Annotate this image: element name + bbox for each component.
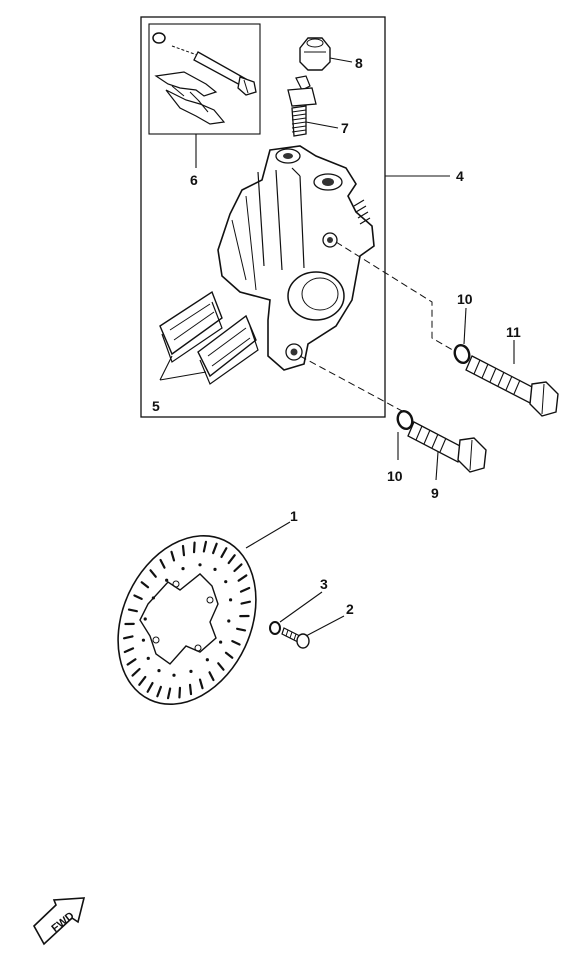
pin-o-ring — [152, 32, 166, 44]
brake-pad-right — [197, 314, 259, 385]
mounting-bolt-short — [407, 421, 487, 473]
bleeder-cap — [299, 37, 331, 71]
bleeder-screw — [287, 75, 317, 137]
disc-vent-slot — [170, 550, 176, 562]
pin-kit-frame — [148, 23, 261, 135]
disc-vent-slot — [131, 667, 141, 677]
callout-8: 8 — [355, 55, 363, 71]
washer-lower — [396, 410, 414, 430]
callout-3: 3 — [320, 576, 328, 592]
disc-vent-slots — [122, 540, 252, 700]
disc-vent-slot — [237, 574, 248, 582]
disc-vent-slot — [122, 635, 134, 640]
caliper-assembly-frame — [140, 16, 386, 418]
disc-drill-hole — [157, 669, 161, 673]
disc-drill-hole — [205, 658, 209, 662]
disc-vent-slot — [236, 627, 247, 632]
disc-drill-hole — [146, 656, 150, 660]
disc-drill-hole — [165, 578, 169, 582]
disc-vent-slot — [239, 586, 251, 593]
disc-vent-slot — [126, 658, 137, 666]
disc-drill-hole — [141, 638, 146, 642]
disc-drill-hole — [181, 567, 185, 571]
disc-vent-slot — [198, 678, 204, 690]
washer-upper — [453, 344, 471, 364]
callout-7: 7 — [341, 120, 349, 136]
disc-drill-hole — [151, 596, 155, 600]
disc-vent-slot — [138, 675, 147, 686]
callout-10-lower: 10 — [387, 468, 403, 484]
disc-washer — [269, 621, 281, 635]
callout-6: 6 — [190, 172, 198, 188]
disc-vent-slot — [227, 554, 236, 565]
disc-vent-slot — [231, 640, 241, 646]
mounting-bolt-long — [465, 355, 559, 417]
disc-vent-slot — [149, 569, 157, 578]
fwd-direction-badge: FWD — [33, 897, 86, 946]
disc-drill-hole — [189, 669, 193, 673]
disc-vent-slot — [188, 683, 193, 696]
disc-vent-slot — [208, 671, 215, 682]
callout-1: 1 — [290, 508, 298, 524]
disc-vent-slot — [133, 594, 143, 600]
disc-vent-slot — [166, 687, 172, 700]
disc-vent-slot — [156, 685, 162, 698]
disc-vent-slot — [220, 547, 228, 559]
disc-drill-hole — [172, 673, 176, 677]
callout-9: 9 — [431, 485, 439, 501]
disc-vent-slot — [224, 651, 234, 659]
disc-drill-hole — [227, 619, 231, 623]
disc-vent-slot — [212, 542, 218, 555]
slide-pin — [171, 45, 257, 96]
disc-vent-slot — [192, 541, 196, 554]
disc-vent-slot — [159, 558, 166, 569]
disc-drill-hole — [198, 563, 202, 567]
disc-drill-hole — [143, 617, 147, 621]
disc-vent-slot — [146, 681, 154, 693]
disc-vent-slot — [127, 608, 138, 613]
disc-vent-slot — [217, 662, 225, 671]
disc-drill-hole — [228, 598, 233, 602]
callout-2: 2 — [346, 601, 354, 617]
pad-spring — [154, 71, 226, 125]
callout-10-upper: 10 — [457, 291, 473, 307]
disc-drill-hole — [213, 567, 217, 571]
disc-vent-slot — [140, 581, 150, 589]
disc-vent-slot — [181, 544, 186, 557]
brake-pad-left — [159, 290, 223, 363]
disc-vent-slot — [240, 600, 252, 605]
disc-drill-hole — [224, 580, 228, 584]
disc-vent-slot — [233, 563, 243, 573]
disc-screw — [281, 627, 310, 649]
disc-drill-hole — [219, 640, 223, 644]
alignment-lines — [299, 241, 457, 413]
caliper-body — [217, 145, 375, 371]
leader-lines — [159, 57, 515, 637]
disc-vent-slot — [123, 647, 135, 654]
brake-disc — [117, 534, 257, 706]
callout-11: 11 — [506, 324, 521, 340]
disc-vent-slot — [178, 686, 182, 699]
callout-5: 5 — [152, 398, 160, 414]
callout-4: 4 — [456, 168, 464, 184]
disc-vent-slot — [202, 540, 208, 553]
